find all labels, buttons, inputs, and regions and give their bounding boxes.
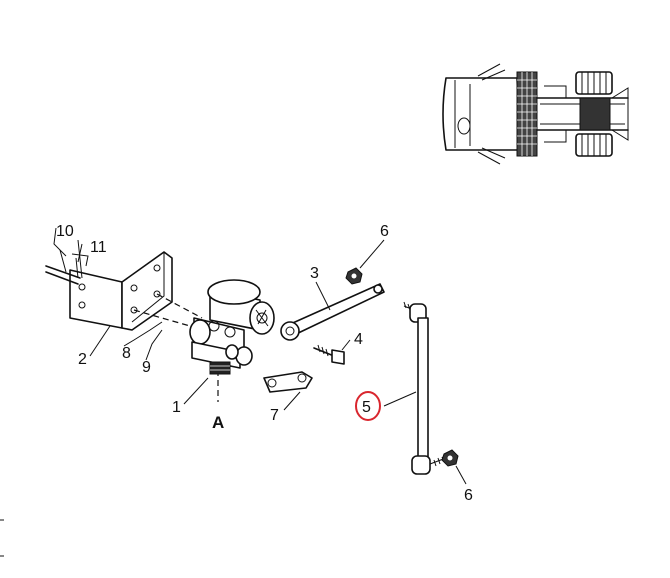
nut-part-6-top [345,267,363,285]
bracket-part-2 [45,227,173,331]
leader-lines [71,239,467,485]
clamp-part-7 [263,371,313,393]
label-part-11: 11 [90,239,107,256]
alignment-line [156,293,203,319]
label-part-6-top: 6 [380,223,389,240]
label-part-10: 10 [56,223,74,240]
label-part-3: 3 [310,265,319,282]
label-part-7: 7 [270,407,279,424]
edge-marks [0,519,4,557]
height-valve-part-1 [189,279,275,375]
label-part-8: 8 [122,345,131,362]
view-label-a: A [212,413,224,432]
link-rod-part-5 [403,301,447,475]
label-part-1: 1 [172,399,181,416]
lever-arm-part-3 [280,283,385,341]
label-part-9: 9 [142,359,151,376]
highlight-circle [355,391,381,421]
bolt-part-4 [313,344,345,365]
label-part-6-bottom: 6 [464,487,473,504]
label-part-2: 2 [78,351,87,368]
vehicle-top-view-thumbnail [442,63,629,165]
label-part-5: 5 [362,399,371,416]
label-part-4: 4 [354,331,363,348]
nut-part-6-bottom [441,449,459,467]
